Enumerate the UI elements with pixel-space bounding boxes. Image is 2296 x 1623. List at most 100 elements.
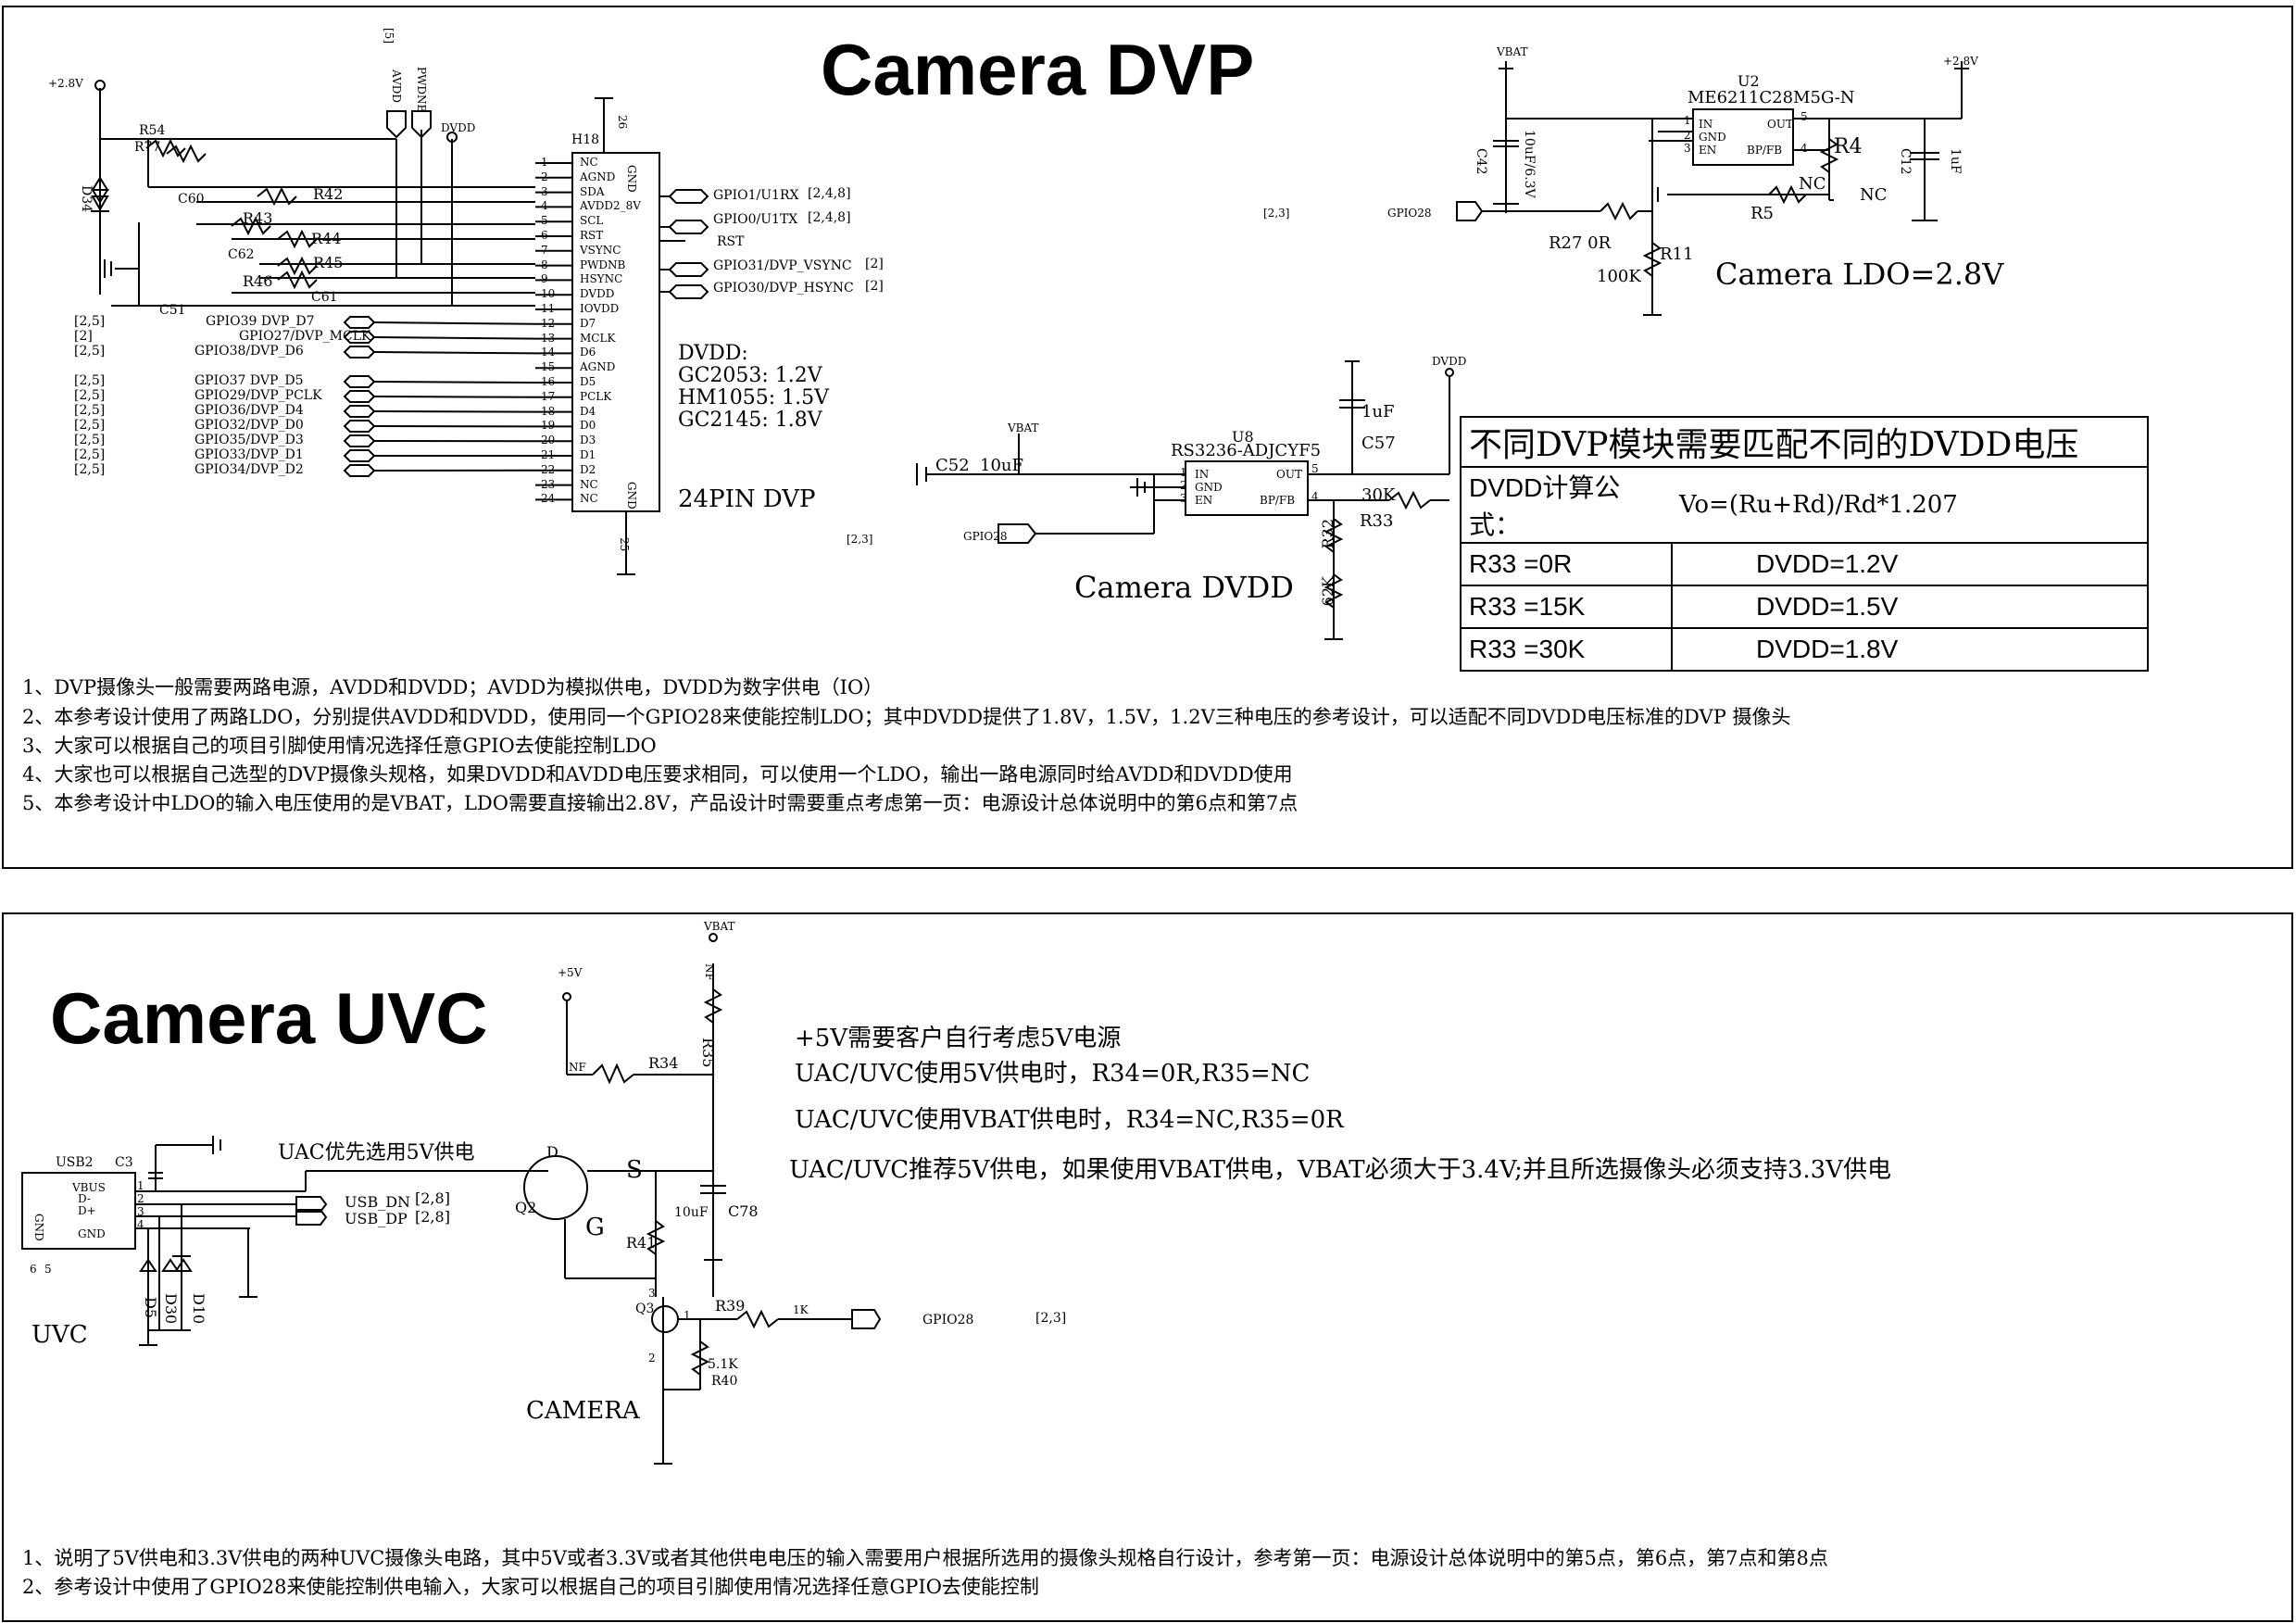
usb-pin: VBUS xyxy=(72,1181,106,1194)
r45-label: R45 xyxy=(313,254,344,271)
c52-value: 10uF xyxy=(980,456,1023,475)
uvc-desc: UAC/UVC使用VBAT供电时，R34=NC,R35=0R xyxy=(795,1106,1344,1134)
dvdd-table-header: 不同DVP模块需要匹配不同的DVDD电压 xyxy=(1460,416,2149,468)
dvdd-spec-line: DVDD: xyxy=(678,342,748,365)
u8-vbat-label: VBAT xyxy=(1008,421,1039,434)
r27-label: R27 0R xyxy=(1549,233,1612,253)
gpio-left-wire xyxy=(373,396,536,398)
gpio-left-arrow xyxy=(343,464,376,477)
h18-pin-name: D0 xyxy=(580,419,596,433)
uvc-vbat-label: VBAT xyxy=(704,920,735,933)
uvc-connector-label: UVC xyxy=(31,1321,88,1349)
r5-label: R5 xyxy=(1750,204,1775,223)
u8-gpio28: GPIO28 xyxy=(963,530,1008,543)
gpio-left-wire xyxy=(373,410,536,413)
gpio-left-ref: [2,5] xyxy=(74,418,106,433)
r46-label: R46 xyxy=(243,272,273,290)
gpio-left-arrow xyxy=(343,449,376,462)
gpio-right-ref: [2,4,8] xyxy=(808,210,851,225)
q2-d-label: D xyxy=(546,1143,558,1161)
gpio-left-arrow xyxy=(343,331,376,344)
gpio-left-signal: GPIO35/DVP_D3 xyxy=(194,433,304,447)
u8-pin-num: 2 xyxy=(1180,479,1187,492)
h18-pin-number: 19 xyxy=(541,419,556,433)
r11-label: R11 xyxy=(1660,245,1694,264)
r44-label: R44 xyxy=(311,230,342,247)
c57-value: 1uF xyxy=(1361,402,1395,421)
d34-label: D34 xyxy=(79,185,94,213)
dvdd-formula-label: DVDD计算公式： xyxy=(1460,466,1672,544)
u8-pin-in: IN xyxy=(1195,468,1210,481)
h18-pin-name: SCL xyxy=(580,214,604,228)
dvp-right-gpio-arrows xyxy=(659,189,709,299)
r42-label: R42 xyxy=(313,185,344,203)
h18-pin26: 26 xyxy=(616,115,629,130)
h18-pin-number: 23 xyxy=(541,477,556,491)
h18-pin-name: NC xyxy=(580,492,598,506)
r33-label: R33 xyxy=(1360,511,1394,531)
h18-pin-number: 8 xyxy=(541,258,548,271)
u2-pin-num: 5 xyxy=(1800,110,1808,123)
c78-label: C78 xyxy=(728,1202,759,1220)
u8-pin-gnd: GND xyxy=(1195,481,1223,494)
h18-pin-name: PCLK xyxy=(580,389,612,403)
u2-pin-gnd: GND xyxy=(1699,131,1726,144)
uvc-desc: UAC/UVC推荐5V供电，如果使用VBAT供电，VBAT必须大于3.4V;并且… xyxy=(789,1156,1891,1184)
c42-label: C42 xyxy=(1474,148,1488,175)
gpio-left-arrow xyxy=(343,390,376,403)
gpio-right-signal: GPIO31/DVP_VSYNC xyxy=(713,258,852,273)
usb-pin-num: 3 xyxy=(137,1205,144,1218)
camera-label: CAMERA xyxy=(526,1397,640,1425)
u2-gpio28: GPIO28 xyxy=(1387,207,1432,220)
gpio-left-signal: GPIO39 DVP_D7 xyxy=(206,314,315,329)
gpio-left-signal: GPIO34/DVP_D2 xyxy=(194,462,304,477)
u2-pin-out: OUT xyxy=(1767,118,1793,131)
u2-pin-num: 3 xyxy=(1684,142,1691,155)
usb-dp-label: USB_DP xyxy=(345,1210,408,1227)
c57-label: C57 xyxy=(1361,434,1396,453)
h18-ground xyxy=(595,97,635,575)
h18-pin-name: PWDNB xyxy=(580,258,626,271)
dvp-note: 1、DVP摄像头一般需要两路电源，AVDD和DVDD；AVDD为模拟供电，DVD… xyxy=(22,676,884,698)
h18-pin-number: 14 xyxy=(541,346,556,359)
u8-pin-num: 1 xyxy=(1180,466,1187,479)
gpio-left-signal: GPIO38/DVP_D6 xyxy=(194,344,304,359)
u2-ldo-circuit xyxy=(1456,61,1969,316)
gpio-left-arrow xyxy=(343,316,376,329)
h18-pin-number: 18 xyxy=(541,404,556,418)
h18-pin-name: AVDD2_8V xyxy=(580,199,641,213)
q2-g-label: G xyxy=(585,1214,605,1241)
usb-gnd: GND xyxy=(32,1214,45,1241)
gpio-right-signal: GPIO1/U1RX xyxy=(713,188,799,203)
gpio-left-arrow xyxy=(343,405,376,418)
c61-label: C61 xyxy=(311,290,338,305)
dvp-left-bus xyxy=(99,88,535,307)
r39-label: R39 xyxy=(715,1297,746,1315)
r77-label: R77 xyxy=(134,140,161,155)
usb-pin-num: 4 xyxy=(137,1218,144,1231)
u8-pin-out: OUT xyxy=(1276,468,1302,481)
uvc-title: Camera UVC xyxy=(50,977,488,1059)
c3-label: C3 xyxy=(115,1155,133,1170)
usb-pin: D+ xyxy=(78,1204,96,1217)
u8-pin-bpfb: BP/FB xyxy=(1260,494,1296,507)
connector-name: 24PIN DVP xyxy=(678,485,816,513)
gpio-left-signal: GPIO32/DVP_D0 xyxy=(194,418,304,433)
dvdd-row-r: R33 =15K xyxy=(1460,585,1673,629)
dvdd-formula: Vo=(Ru+Rd)/Rd*1.207 xyxy=(1672,466,2149,544)
r4-label: R4 xyxy=(1834,135,1863,158)
dvp-title: Camera DVP xyxy=(821,29,1255,110)
usb-pin-num: 1 xyxy=(137,1179,144,1192)
pwdnb-flag-label: PWDNB xyxy=(415,67,428,113)
uvc-desc: +5V需要客户自行考虑5V电源 xyxy=(795,1025,1122,1052)
gpio-right-ref: [2] xyxy=(865,257,884,271)
dvdd-row-v: DVDD=1.5V xyxy=(1671,585,2149,629)
gpio-left-ref: [2,5] xyxy=(74,403,106,418)
h18-pin-name: D7 xyxy=(580,316,596,330)
dvp-resistors xyxy=(145,138,318,290)
d5-label: D5 xyxy=(142,1297,159,1319)
uvc-5v-label: +5V xyxy=(558,966,583,979)
c12-value: 1uF xyxy=(1948,148,1963,174)
q2-label: Q2 xyxy=(515,1199,537,1216)
nf-label: NF xyxy=(569,1061,586,1074)
